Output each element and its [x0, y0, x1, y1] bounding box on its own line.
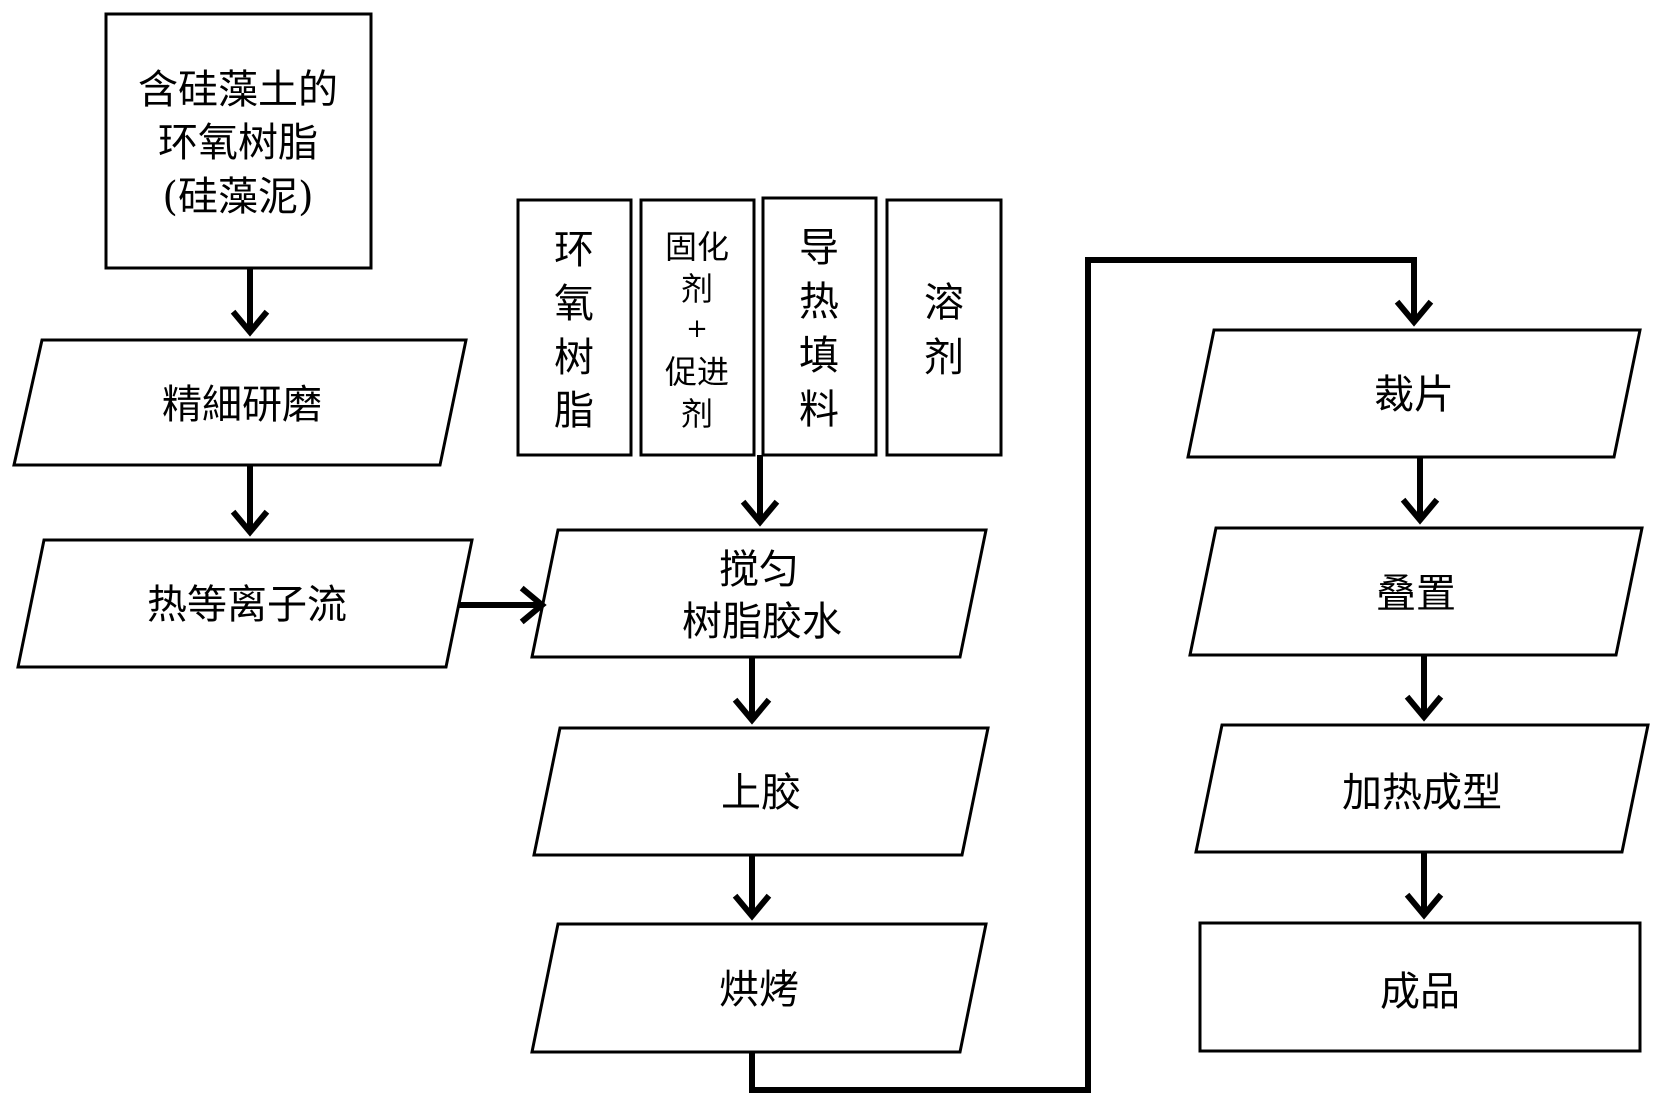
node-diatomite-resin-line-1: 含硅藻土的: [138, 67, 338, 113]
node-curing-agent: 固化 剂 + 促进 剂: [639, 198, 756, 457]
node-stir-line-2: 树脂胶水: [682, 599, 842, 645]
node-product-label: 成品: [1380, 969, 1460, 1015]
node-plasma: 热等离子流: [16, 538, 474, 669]
node-epoxy: 环 氧 树 脂: [516, 198, 633, 457]
node-fine-grinding: 精細研磨: [12, 338, 468, 467]
node-epoxy-char-1: 环: [554, 227, 594, 273]
arrow-gluing-to-baking: [732, 855, 772, 921]
node-filler-char-3: 填: [799, 333, 839, 379]
arrow-grinding-to-plasma: [230, 465, 270, 537]
node-fine-grinding-label: 精細研磨: [162, 382, 322, 428]
arrow-baking-to-cutting: [749, 257, 1434, 1093]
node-plasma-label: 热等离子流: [147, 582, 347, 628]
node-baking: 烘烤: [530, 922, 988, 1054]
node-curing-line-5: 剂: [681, 395, 713, 433]
arrow-forming-to-product: [1404, 852, 1444, 920]
node-cutting-label: 裁片: [1374, 372, 1454, 418]
node-baking-label: 烘烤: [719, 967, 799, 1013]
node-curing-line-2: 剂: [681, 270, 713, 308]
node-gluing-label: 上胶: [721, 770, 801, 816]
node-diatomite-resin-line-2: 环氧树脂: [158, 120, 318, 166]
node-stacking: 叠置: [1188, 526, 1644, 657]
node-diatomite-resin: 含硅藻土的 环氧树脂 (硅藻泥): [104, 12, 373, 270]
arrow-resin-to-grinding: [230, 268, 270, 337]
node-stir-line-1: 搅匀: [719, 547, 799, 593]
node-gluing: 上胶: [532, 726, 990, 857]
node-solvent-char-2: 剂: [924, 335, 964, 381]
node-diatomite-resin-line-3: (硅藻泥): [162, 174, 313, 220]
arrow-stir-to-gluing: [732, 657, 772, 725]
node-filler-char-2: 热: [799, 279, 839, 325]
arrow-ingredients-to-stir: [740, 455, 780, 527]
node-curing-line-3: +: [686, 314, 708, 344]
arrow-plasma-to-stir: [458, 585, 547, 625]
node-filler-char-1: 导: [799, 225, 839, 271]
node-curing-line-4: 促进: [665, 353, 729, 391]
arrow-stacking-to-forming: [1404, 655, 1444, 722]
node-epoxy-char-4: 脂: [554, 388, 594, 434]
node-epoxy-char-2: 氧: [554, 281, 594, 327]
node-hot-forming-label: 加热成型: [1342, 770, 1502, 816]
node-curing-line-1: 固化: [665, 228, 729, 266]
node-epoxy-char-3: 树: [554, 335, 594, 381]
node-solvent-char-1: 溶: [924, 280, 964, 326]
node-solvent: 溶 剂: [885, 198, 1003, 457]
node-hot-forming: 加热成型: [1194, 723, 1650, 854]
node-stir-glue: 搅匀 树脂胶水: [530, 528, 988, 659]
node-filler-char-4: 料: [799, 387, 839, 433]
node-stacking-label: 叠置: [1376, 571, 1456, 617]
node-cutting: 裁片: [1186, 328, 1642, 459]
node-filler: 导 热 填 料: [761, 196, 878, 457]
arrow-cutting-to-stacking: [1400, 457, 1440, 525]
node-product: 成品: [1198, 921, 1642, 1053]
